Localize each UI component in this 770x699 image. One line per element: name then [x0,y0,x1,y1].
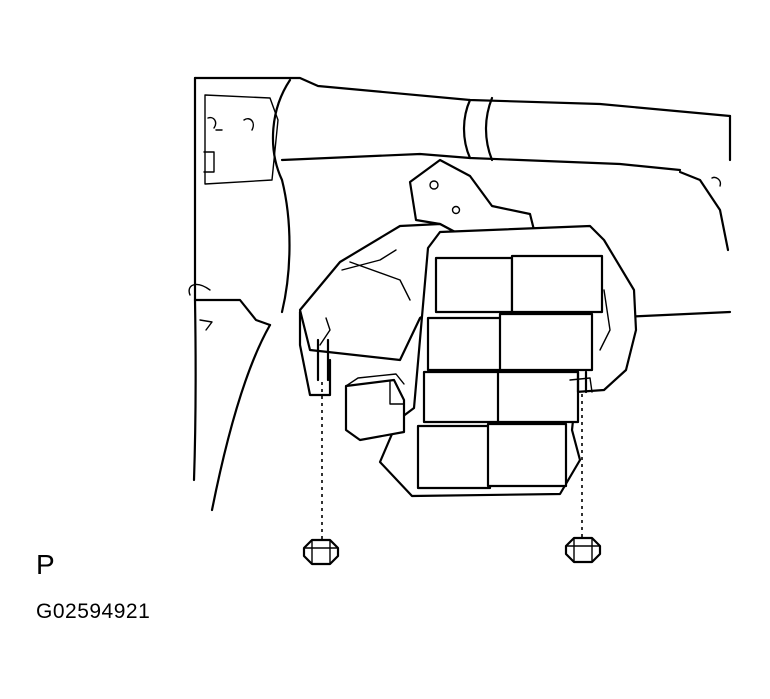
nut-left [302,538,340,566]
relay-block [378,224,638,498]
connector [344,373,406,442]
stud-guides [316,338,588,540]
view-label: P [36,549,55,580]
nut-right [564,536,602,564]
figure-id: G02594921 [36,600,151,623]
